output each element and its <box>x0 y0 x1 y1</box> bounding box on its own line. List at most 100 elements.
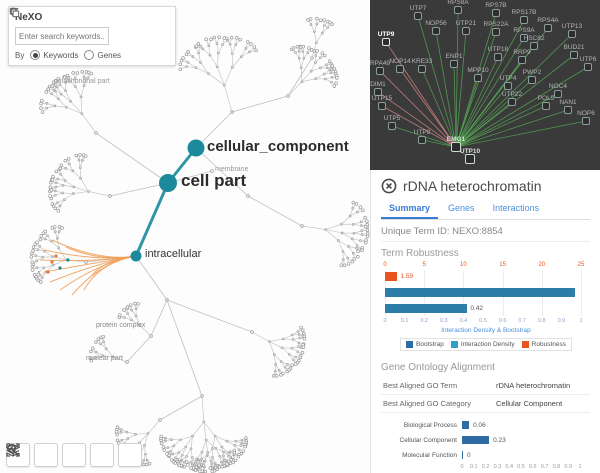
search-button[interactable] <box>9 7 125 43</box>
tree-node-label-membrane[interactable]: membrane <box>215 166 249 173</box>
gene-node-label: BUD21 <box>564 44 585 51</box>
gene-node[interactable] <box>508 98 516 106</box>
radio-keywords[interactable]: Keywords <box>30 50 78 60</box>
tree-node-label-mitochondrial-part[interactable]: mitochondrial part <box>54 78 110 85</box>
layers-button[interactable] <box>6 443 142 467</box>
gene-node[interactable] <box>528 76 536 84</box>
gene-node[interactable] <box>432 27 440 35</box>
tree-node-label-cellular-component[interactable]: cellular_component <box>207 138 349 155</box>
search-input[interactable] <box>15 27 109 45</box>
gene-node[interactable] <box>474 74 482 82</box>
gene-node[interactable] <box>378 102 386 110</box>
gene-node[interactable] <box>462 27 470 35</box>
legend-label: Robustness <box>531 341 566 348</box>
go-bar-wrap: 0.06 <box>462 418 591 433</box>
gene-node[interactable] <box>454 6 462 14</box>
bottom-axis-tick: 0.6 <box>498 318 507 324</box>
search-by-label: By <box>15 50 25 60</box>
gene-node[interactable] <box>584 63 592 71</box>
legend-label: Interaction Density <box>460 341 515 348</box>
gene-node[interactable] <box>414 12 422 20</box>
gene-node[interactable] <box>492 28 500 36</box>
tab-summary[interactable]: Summary <box>381 200 439 219</box>
radio-genes-circle[interactable] <box>84 50 95 60</box>
go-axis-tick: 0.8 <box>552 464 561 470</box>
bar-value-label: 0.42 <box>470 305 483 312</box>
gene-node[interactable] <box>418 65 426 73</box>
ontology-tree-canvas[interactable] <box>0 0 370 473</box>
gene-node-label: MPP10 <box>467 67 489 74</box>
go-bar <box>462 421 470 429</box>
gene-node-label: NOP14 <box>389 58 411 65</box>
go-bar-value: 0.06 <box>473 422 486 429</box>
fit-screen-icon <box>6 443 20 457</box>
tree-node-label-protein-complex[interactable]: protein complex <box>96 322 146 329</box>
gene-node[interactable] <box>518 56 526 64</box>
gene-node[interactable] <box>554 90 562 98</box>
gene-node[interactable] <box>396 65 404 73</box>
gene-node[interactable] <box>382 38 390 46</box>
gene-node[interactable] <box>494 53 502 61</box>
gene-node[interactable] <box>465 154 475 164</box>
gene-node[interactable] <box>564 106 572 114</box>
go-axis-tick: 0.7 <box>540 464 549 470</box>
radio-keywords-circle[interactable] <box>30 50 41 60</box>
go-term-label: Best Aligned GO Term <box>381 377 494 395</box>
gene-node-label: UTP8 <box>414 129 431 136</box>
gene-node[interactable] <box>520 34 528 42</box>
gene-node-label: UTP22 <box>502 91 523 98</box>
tree-node-label-nuclear-part[interactable]: nuclear part <box>86 355 123 362</box>
gene-node[interactable] <box>504 82 512 90</box>
go-bar <box>462 436 490 444</box>
advanced-options-button[interactable] <box>9 7 157 43</box>
gene-node-label: DIM1 <box>370 81 386 88</box>
legend-swatch <box>450 341 458 348</box>
bar <box>385 272 398 281</box>
reset-button[interactable] <box>10 7 141 43</box>
section-go-alignment: Gene Ontology Alignment <box>381 362 495 373</box>
close-icon[interactable] <box>381 178 397 194</box>
chart-legend: Bootstrap Interaction Density Robustness <box>400 338 572 351</box>
gene-node[interactable] <box>450 60 458 68</box>
gene-node[interactable] <box>542 102 550 110</box>
gene-node[interactable] <box>492 9 500 17</box>
gene-node[interactable] <box>544 24 552 32</box>
gene-node[interactable] <box>374 88 382 96</box>
gene-node[interactable] <box>520 16 528 24</box>
go-axis-tick: 1 <box>578 464 582 470</box>
legend-label: Bootstrap <box>416 341 444 348</box>
zoom-out-button[interactable] <box>7 443 58 467</box>
gridline <box>581 270 582 316</box>
tab-interactions[interactable]: Interactions <box>492 203 540 213</box>
gene-node[interactable] <box>376 67 384 75</box>
tree-node-label-cell-part[interactable]: cell part <box>181 171 247 190</box>
gene-node[interactable] <box>451 142 461 152</box>
go-category-name: Biological Process <box>403 422 457 429</box>
gene-node[interactable] <box>570 51 578 59</box>
gene-node[interactable] <box>568 30 576 38</box>
bottom-axis-tick: 1 <box>579 318 583 324</box>
top-axis-tick: 20 <box>538 262 546 268</box>
go-category-name: Molecular Function <box>402 452 457 459</box>
go-alignment-table: Best Aligned GO Term rDNA heterochromati… <box>381 377 590 413</box>
gene-node[interactable] <box>582 117 590 125</box>
top-axis-tick: 0 <box>383 262 387 268</box>
go-category-name: Cellular Component <box>399 437 457 444</box>
tree-node-label-intracellular[interactable]: intracellular <box>145 248 202 260</box>
fit-to-screen-button[interactable] <box>6 443 86 467</box>
legend-swatch <box>521 341 529 348</box>
legend-item: Robustness <box>521 341 566 348</box>
radio-genes[interactable]: Genes <box>84 50 121 60</box>
gene-node[interactable] <box>418 136 426 144</box>
gene-node[interactable] <box>388 122 396 130</box>
bottom-axis-tick: 0.7 <box>518 318 527 324</box>
collapse-tree-button[interactable] <box>8 443 114 467</box>
go-axis-tick: 0.2 <box>481 464 490 470</box>
gene-node[interactable] <box>530 42 538 50</box>
go-bar <box>462 451 463 459</box>
radio-genes-label: Genes <box>97 50 122 60</box>
tab-genes[interactable]: Genes <box>448 203 475 213</box>
